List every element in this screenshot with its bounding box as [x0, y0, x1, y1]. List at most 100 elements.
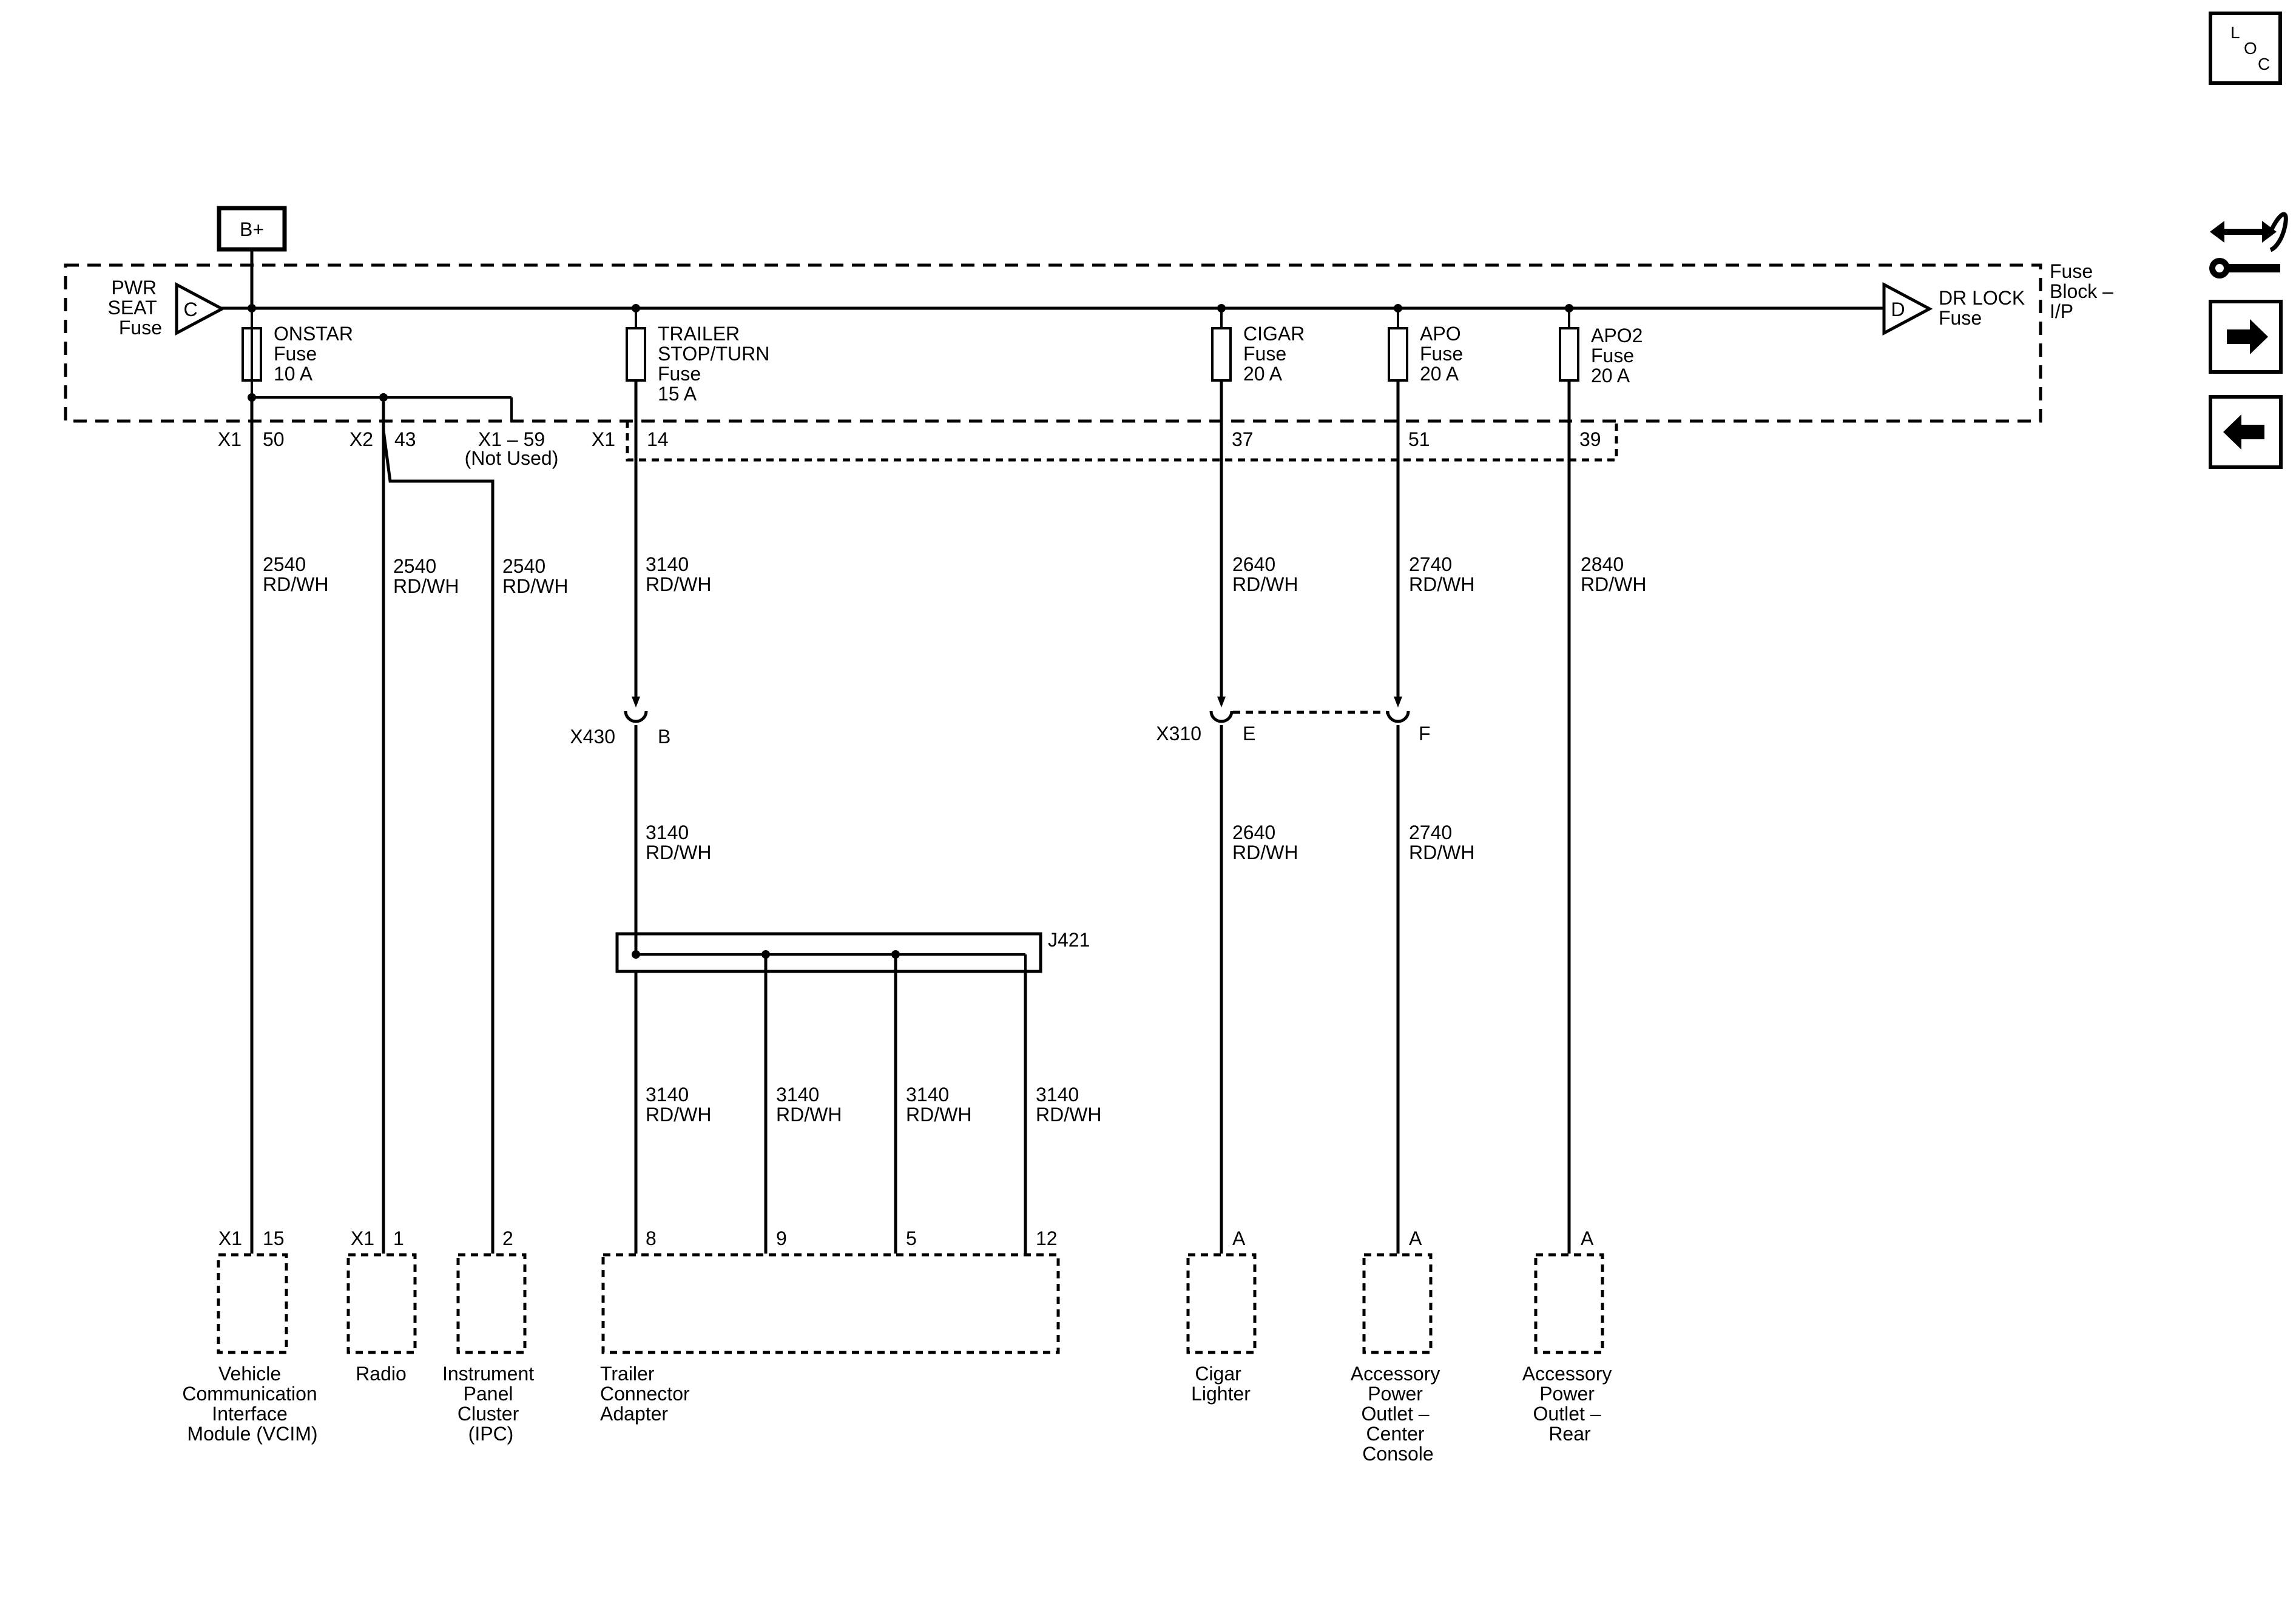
- svg-text:X1: X1: [351, 1227, 374, 1249]
- svg-text:Cigar Lighter: Cigar Lighter: [1191, 1363, 1251, 1405]
- inline-connector-x310: X310 E F: [1156, 697, 1431, 744]
- svg-text:F: F: [1419, 723, 1431, 744]
- onstar-fuse: ONSTAR Fuse 10 A: [241, 304, 359, 397]
- component-radio: Radio: [346, 1253, 417, 1385]
- component-vcim: Vehicle Communication Interface Module (…: [182, 1253, 322, 1445]
- svg-text:9: 9: [776, 1227, 787, 1249]
- dr-lock-fuse-label: DR LOCK Fuse: [1939, 287, 2030, 329]
- svg-text:5: 5: [906, 1227, 917, 1249]
- onstar-internal-branch: [248, 393, 513, 420]
- svg-text:CIGAR Fuse 20 A: CIGAR Fuse 20 A: [1243, 323, 1310, 385]
- fuse-block-pin-labels: X1 50 X2 43 X1 – 59 (Not Used) X1 14 37 …: [218, 428, 1601, 469]
- svg-text:ONSTAR Fuse 10 A: ONSTAR Fuse 10 A: [274, 323, 359, 385]
- svg-text:A: A: [1409, 1227, 1422, 1249]
- component-trailer-connector-adapter: Trailer Connector Adapter: [600, 1253, 1060, 1425]
- svg-text:12: 12: [1036, 1227, 1058, 1249]
- svg-text:X1: X1: [592, 428, 615, 450]
- svg-text:O: O: [2244, 39, 2257, 58]
- inline-connector-x430: X430 B: [570, 697, 670, 748]
- cigar-fuse: CIGAR Fuse 20 A: [1211, 304, 1310, 385]
- fuse-block-title: Fuse Block – I/P: [2050, 260, 2119, 322]
- svg-text:Accessory Power Ou: Accessory Power Outlet – Rear: [1522, 1363, 1617, 1445]
- svg-text:39: 39: [1579, 428, 1601, 450]
- svg-text:A: A: [1232, 1227, 1246, 1249]
- battery-positive-label: B+: [240, 218, 264, 240]
- splice-output-wires: [634, 954, 1027, 1254]
- svg-text:Instrument Panel C: Instrument Panel Cluster (IPC): [442, 1363, 539, 1445]
- fuse-block-outline: [64, 263, 2042, 423]
- pwr-seat-fuse-label: PWR SEAT Fuse: [107, 277, 162, 339]
- battery-positive-box: [217, 206, 287, 252]
- svg-text:X1: X1: [218, 1227, 242, 1249]
- svg-text:L: L: [2230, 23, 2240, 42]
- svg-text:X2: X2: [349, 428, 373, 450]
- svg-text:51: 51: [1408, 428, 1430, 450]
- component-cigar-lighter: Cigar Lighter: [1186, 1253, 1257, 1405]
- svg-text:15: 15: [263, 1227, 285, 1249]
- svg-text:TRAILER STOP/TURN: TRAILER STOP/TURN Fuse 15 A: [658, 323, 775, 405]
- pass-through-c-letter: C: [183, 299, 197, 320]
- svg-text:Vehicle Communication: Vehicle Communication Interface Module (…: [182, 1363, 322, 1445]
- component-info-button[interactable]: [2209, 212, 2288, 279]
- loc-button[interactable]: L O C: [2209, 12, 2282, 85]
- svg-text:X1: X1: [218, 428, 241, 450]
- circuit-wires: [250, 380, 1571, 1254]
- svg-text:2: 2: [502, 1227, 513, 1249]
- component-ipc: Instrument Panel Cluster (IPC): [442, 1253, 539, 1445]
- pass-through-d-symbol: [1882, 282, 1933, 336]
- previous-button[interactable]: [2209, 395, 2283, 469]
- svg-text:Radio: Radio: [356, 1363, 407, 1385]
- apo-fuse: APO Fuse 20 A: [1388, 304, 1468, 385]
- svg-text:(Not Used): (Not Used): [465, 447, 559, 469]
- svg-text:E: E: [1243, 723, 1255, 744]
- pass-through-d-letter: D: [1891, 299, 1905, 320]
- component-apo-rear: Accessory Power Outlet – Rear: [1522, 1253, 1617, 1445]
- svg-text:37: 37: [1232, 428, 1254, 450]
- fuse-block-x1-connector-outline: [626, 420, 1618, 462]
- svg-text:J421: J421: [1048, 929, 1090, 951]
- arrow-right-icon: [2227, 319, 2268, 354]
- svg-text:B: B: [658, 726, 670, 748]
- svg-text:A: A: [1581, 1227, 1594, 1249]
- svg-text:X310: X310: [1156, 723, 1201, 744]
- svg-text:Accessory Power Ou: Accessory Power Outlet – Center Console: [1351, 1363, 1445, 1465]
- arrow-left-icon: [2223, 414, 2264, 450]
- pass-through-c-symbol: [175, 282, 226, 336]
- trailer-stop-turn-fuse: TRAILER STOP/TURN Fuse 15 A: [626, 304, 775, 405]
- svg-text:APO2 Fuse 20 A: APO2 Fuse 20 A: [1591, 325, 1648, 387]
- component-apo-center-console: Accessory Power Outlet – Center Console: [1351, 1253, 1445, 1465]
- splice-pack-j421: J421: [615, 929, 1090, 973]
- svg-text:14: 14: [647, 428, 669, 450]
- svg-text:X430: X430: [570, 726, 615, 748]
- next-button[interactable]: [2209, 300, 2283, 374]
- svg-text:X1 – 59: X1 – 59: [478, 428, 545, 450]
- arrows-wrench-icon: [2209, 212, 2288, 279]
- svg-text:C: C: [2258, 55, 2270, 73]
- svg-text:50: 50: [263, 428, 285, 450]
- component-pin-labels: X1 15 X1 1 2 8 9 5 12 A A A: [218, 1227, 1594, 1249]
- svg-text:1: 1: [393, 1227, 404, 1249]
- svg-text:8: 8: [646, 1227, 657, 1249]
- svg-text:APO Fuse 20 A: APO Fuse 20 A: [1420, 323, 1468, 385]
- svg-text:Trailer Connector: Trailer Connector Adapter: [600, 1363, 695, 1425]
- svg-text:43: 43: [394, 428, 416, 450]
- apo2-fuse: APO2 Fuse 20 A: [1559, 304, 1648, 387]
